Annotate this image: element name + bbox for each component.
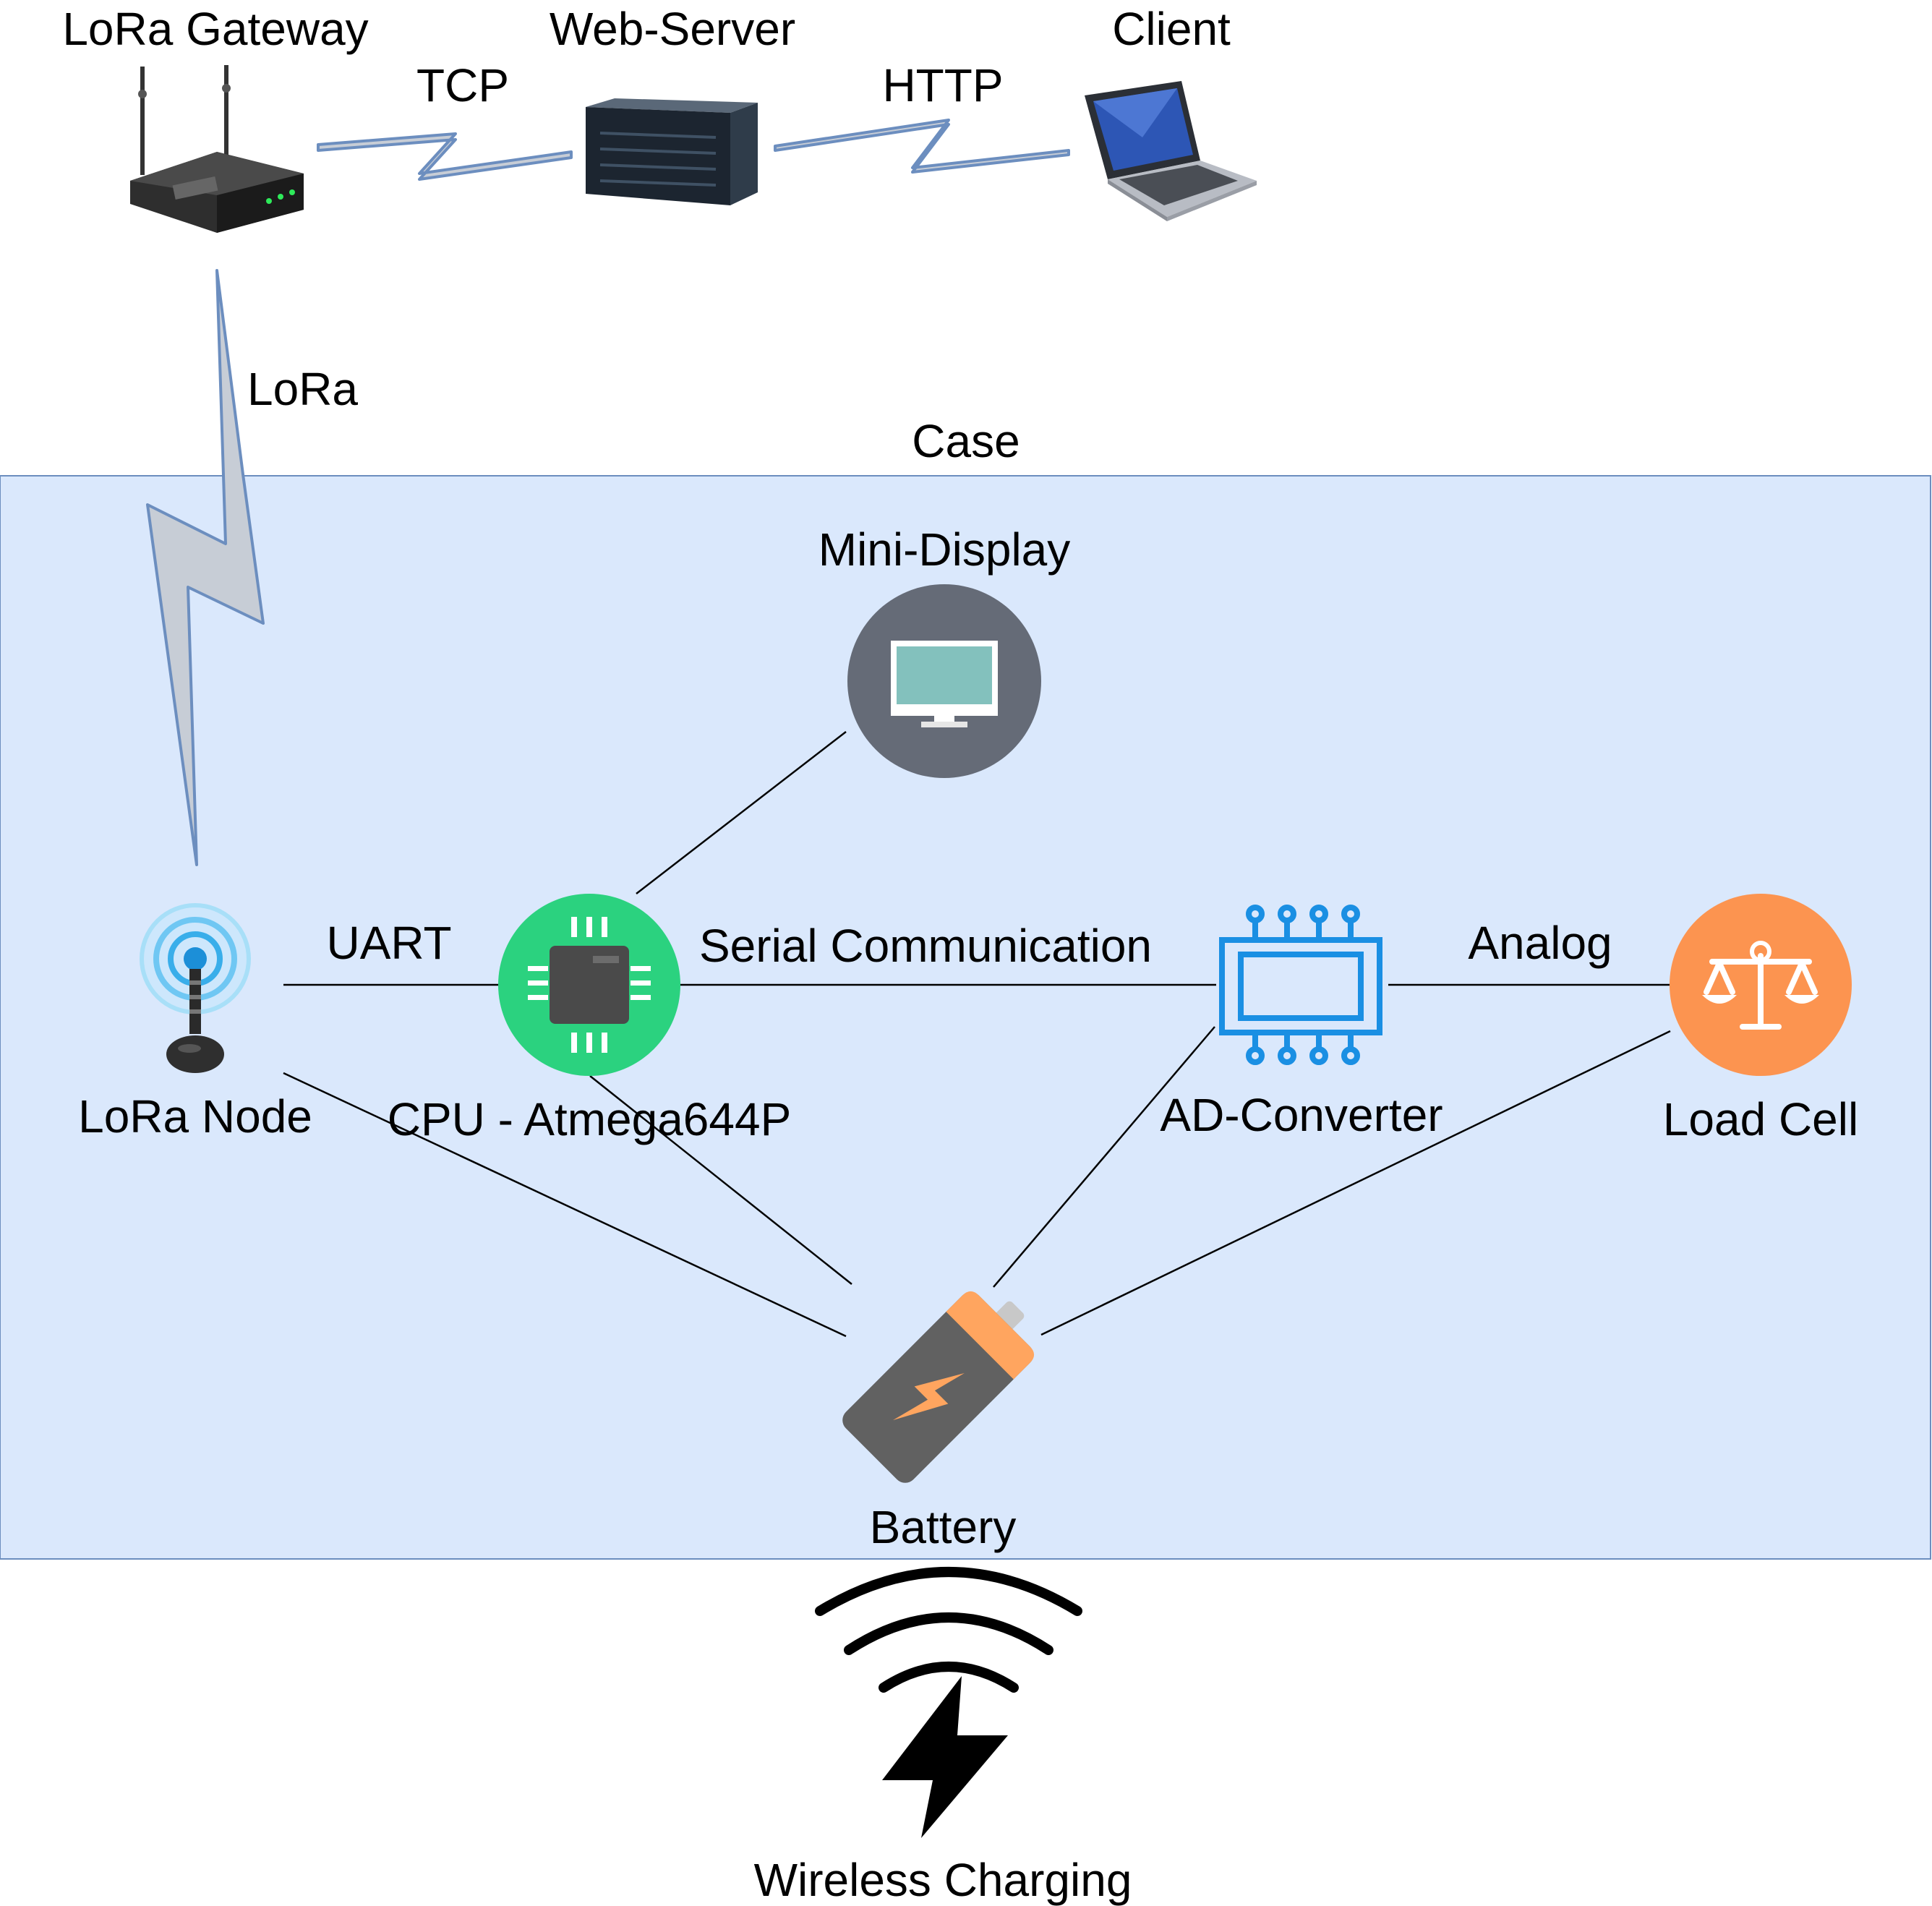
server-icon [586, 98, 758, 205]
load-cell-label: Load Cell [1663, 1093, 1858, 1145]
ad-converter-label: AD-Converter [1160, 1089, 1442, 1141]
scale-icon [1670, 894, 1852, 1076]
lora-link [146, 269, 265, 866]
cpu-display-line [636, 731, 847, 894]
lora-node-label: LoRa Node [78, 1090, 312, 1142]
chip-icon [498, 894, 680, 1076]
tcp-label: TCP [416, 59, 509, 111]
http-link [774, 119, 1070, 174]
mini-display-label: Mini-Display [818, 523, 1071, 576]
case-label: Case [912, 415, 1020, 467]
tcp-link [317, 132, 573, 181]
connections [283, 731, 1671, 1338]
antenna-icon [140, 903, 251, 1073]
uart-label: UART [326, 917, 451, 969]
analog-label: Analog [1468, 917, 1612, 969]
web-server-label: Web-Server [550, 3, 795, 55]
laptop-icon [1085, 81, 1257, 221]
client-label: Client [1112, 3, 1231, 55]
lora-link-label: LoRa [247, 363, 358, 415]
wireless-charging-icon [815, 1567, 1082, 1838]
wireless-charging-label: Wireless Charging [754, 1854, 1132, 1906]
adc-battery-line [993, 1026, 1215, 1288]
lora-gateway-label: LoRa Gateway [62, 3, 368, 55]
monitor-icon [847, 584, 1041, 778]
loadcell-battery-line [1040, 1030, 1671, 1336]
serial-label: Serial Communication [699, 920, 1152, 972]
http-label: HTTP [882, 59, 1003, 111]
router-icon [130, 65, 304, 233]
circuit-icon [1219, 905, 1382, 1065]
cpu-label: CPU - Atmega644P [388, 1093, 792, 1145]
battery-label: Battery [870, 1501, 1017, 1553]
node-battery-line [283, 1072, 847, 1338]
battery-icon [842, 1291, 1035, 1483]
cpu-battery-line [589, 1075, 852, 1285]
